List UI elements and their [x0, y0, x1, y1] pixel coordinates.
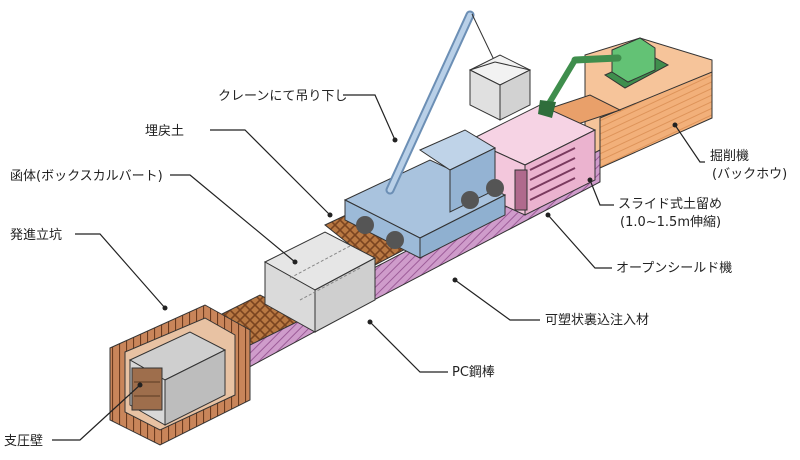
label-backhoe-line1: 掘削機: [710, 149, 749, 164]
label-slide-line2: (1.0~1.5m伸縮): [620, 214, 721, 230]
label-open-shield: オープンシールド機: [616, 261, 732, 276]
launch-shaft: [109, 304, 251, 446]
label-backhoe-line2: (バックホウ): [712, 167, 787, 182]
label-crane-lowering: クレーンにて吊り下し: [218, 89, 347, 104]
slide-retaining-plates: [529, 147, 576, 201]
label-launch-shaft: 発進立坑: [10, 228, 62, 243]
box-culvert: [263, 231, 377, 333]
label-reaction-wall: 支圧壁: [4, 434, 43, 449]
label-pc-bar: PC鋼棒: [452, 365, 495, 380]
label-slide-line1: スライド式土留め: [618, 197, 722, 212]
label-grout: 可塑状裏込注入材: [545, 313, 649, 328]
label-box-culvert: 函体(ボックスカルバート): [10, 169, 163, 184]
label-backfill: 埋戻土: [145, 124, 184, 139]
crane: [343, 10, 507, 259]
labels: クレーンにて吊り下し 埋戻土 函体(ボックスカルバート) 発進立坑 支圧壁 掘削…: [4, 89, 787, 449]
suspended-box: [468, 54, 532, 121]
backhoe-excavator: [538, 37, 670, 118]
leader-lines: [52, 94, 705, 441]
